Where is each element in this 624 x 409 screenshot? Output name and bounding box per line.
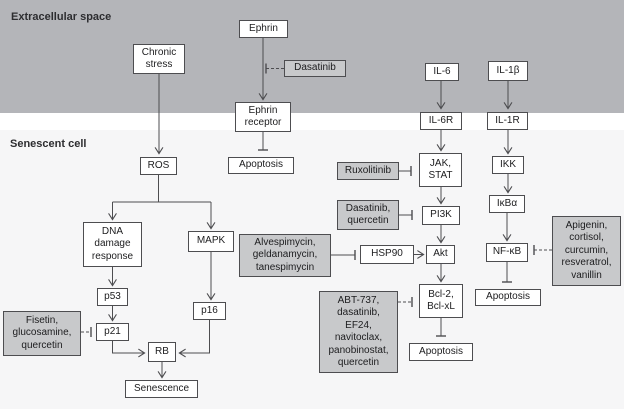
node-nfkb: NF-κB [486, 243, 528, 262]
node-p53: p53 [97, 288, 128, 306]
node-ikba: IκBα [489, 195, 525, 213]
senescent-cell-label: Senescent cell [10, 138, 87, 150]
node-il1b: IL-1β [488, 61, 528, 81]
node-p21: p21 [96, 323, 129, 341]
node-ros: ROS [140, 157, 177, 175]
node-apoptosis-bottom: Apoptosis [409, 343, 473, 361]
node-jak-stat: JAK, STAT [419, 153, 462, 187]
node-rb: RB [148, 342, 176, 362]
node-chronic-stress: Chronic stress [133, 44, 185, 74]
node-apoptosis-top: Apoptosis [228, 157, 294, 174]
node-il1r: IL-1R [487, 112, 528, 130]
node-apoptosis-right: Apoptosis [475, 289, 541, 306]
edge-p16-rb [178, 320, 210, 358]
node-alvespimycin: Alvespimycin, geldanamycin, tanespimycin [239, 234, 331, 277]
node-hsp90: HSP90 [360, 245, 414, 264]
extracellular-space-label: Extracellular space [11, 11, 112, 23]
edge-p21-rb [112, 341, 146, 358]
node-il6r: IL-6R [420, 112, 462, 130]
node-fisetin: Fisetin, glucosamine, quercetin [3, 311, 81, 356]
node-dna-damage-response: DNA damage response [83, 222, 142, 267]
node-il6: IL-6 [425, 63, 459, 81]
node-dasatinib-quercetin: Dasatinib, quercetin [337, 200, 399, 230]
node-bcl2: Bcl-2, Bcl-xL [419, 284, 463, 318]
node-pi3k: PI3K [422, 206, 460, 225]
node-dasatinib: Dasatinib [284, 60, 346, 77]
node-ephrin: Ephrin [239, 20, 288, 38]
node-akt: Akt [426, 245, 455, 264]
node-ephrin-receptor: Ephrin receptor [235, 102, 291, 132]
node-apigenin: Apigenin, cortisol, curcumin, resveratro… [552, 216, 621, 286]
node-abt737: ABT-737, dasatinib, EF24, navitoclax, pa… [319, 291, 398, 373]
node-ruxolitinib: Ruxolitinib [337, 162, 399, 180]
node-p16: p16 [193, 302, 226, 320]
node-ikk: IKK [492, 156, 524, 174]
node-mapk: MAPK [188, 231, 234, 252]
cell-membrane [0, 113, 624, 130]
extracellular-zone [0, 0, 624, 113]
node-senescence: Senescence [125, 380, 198, 398]
